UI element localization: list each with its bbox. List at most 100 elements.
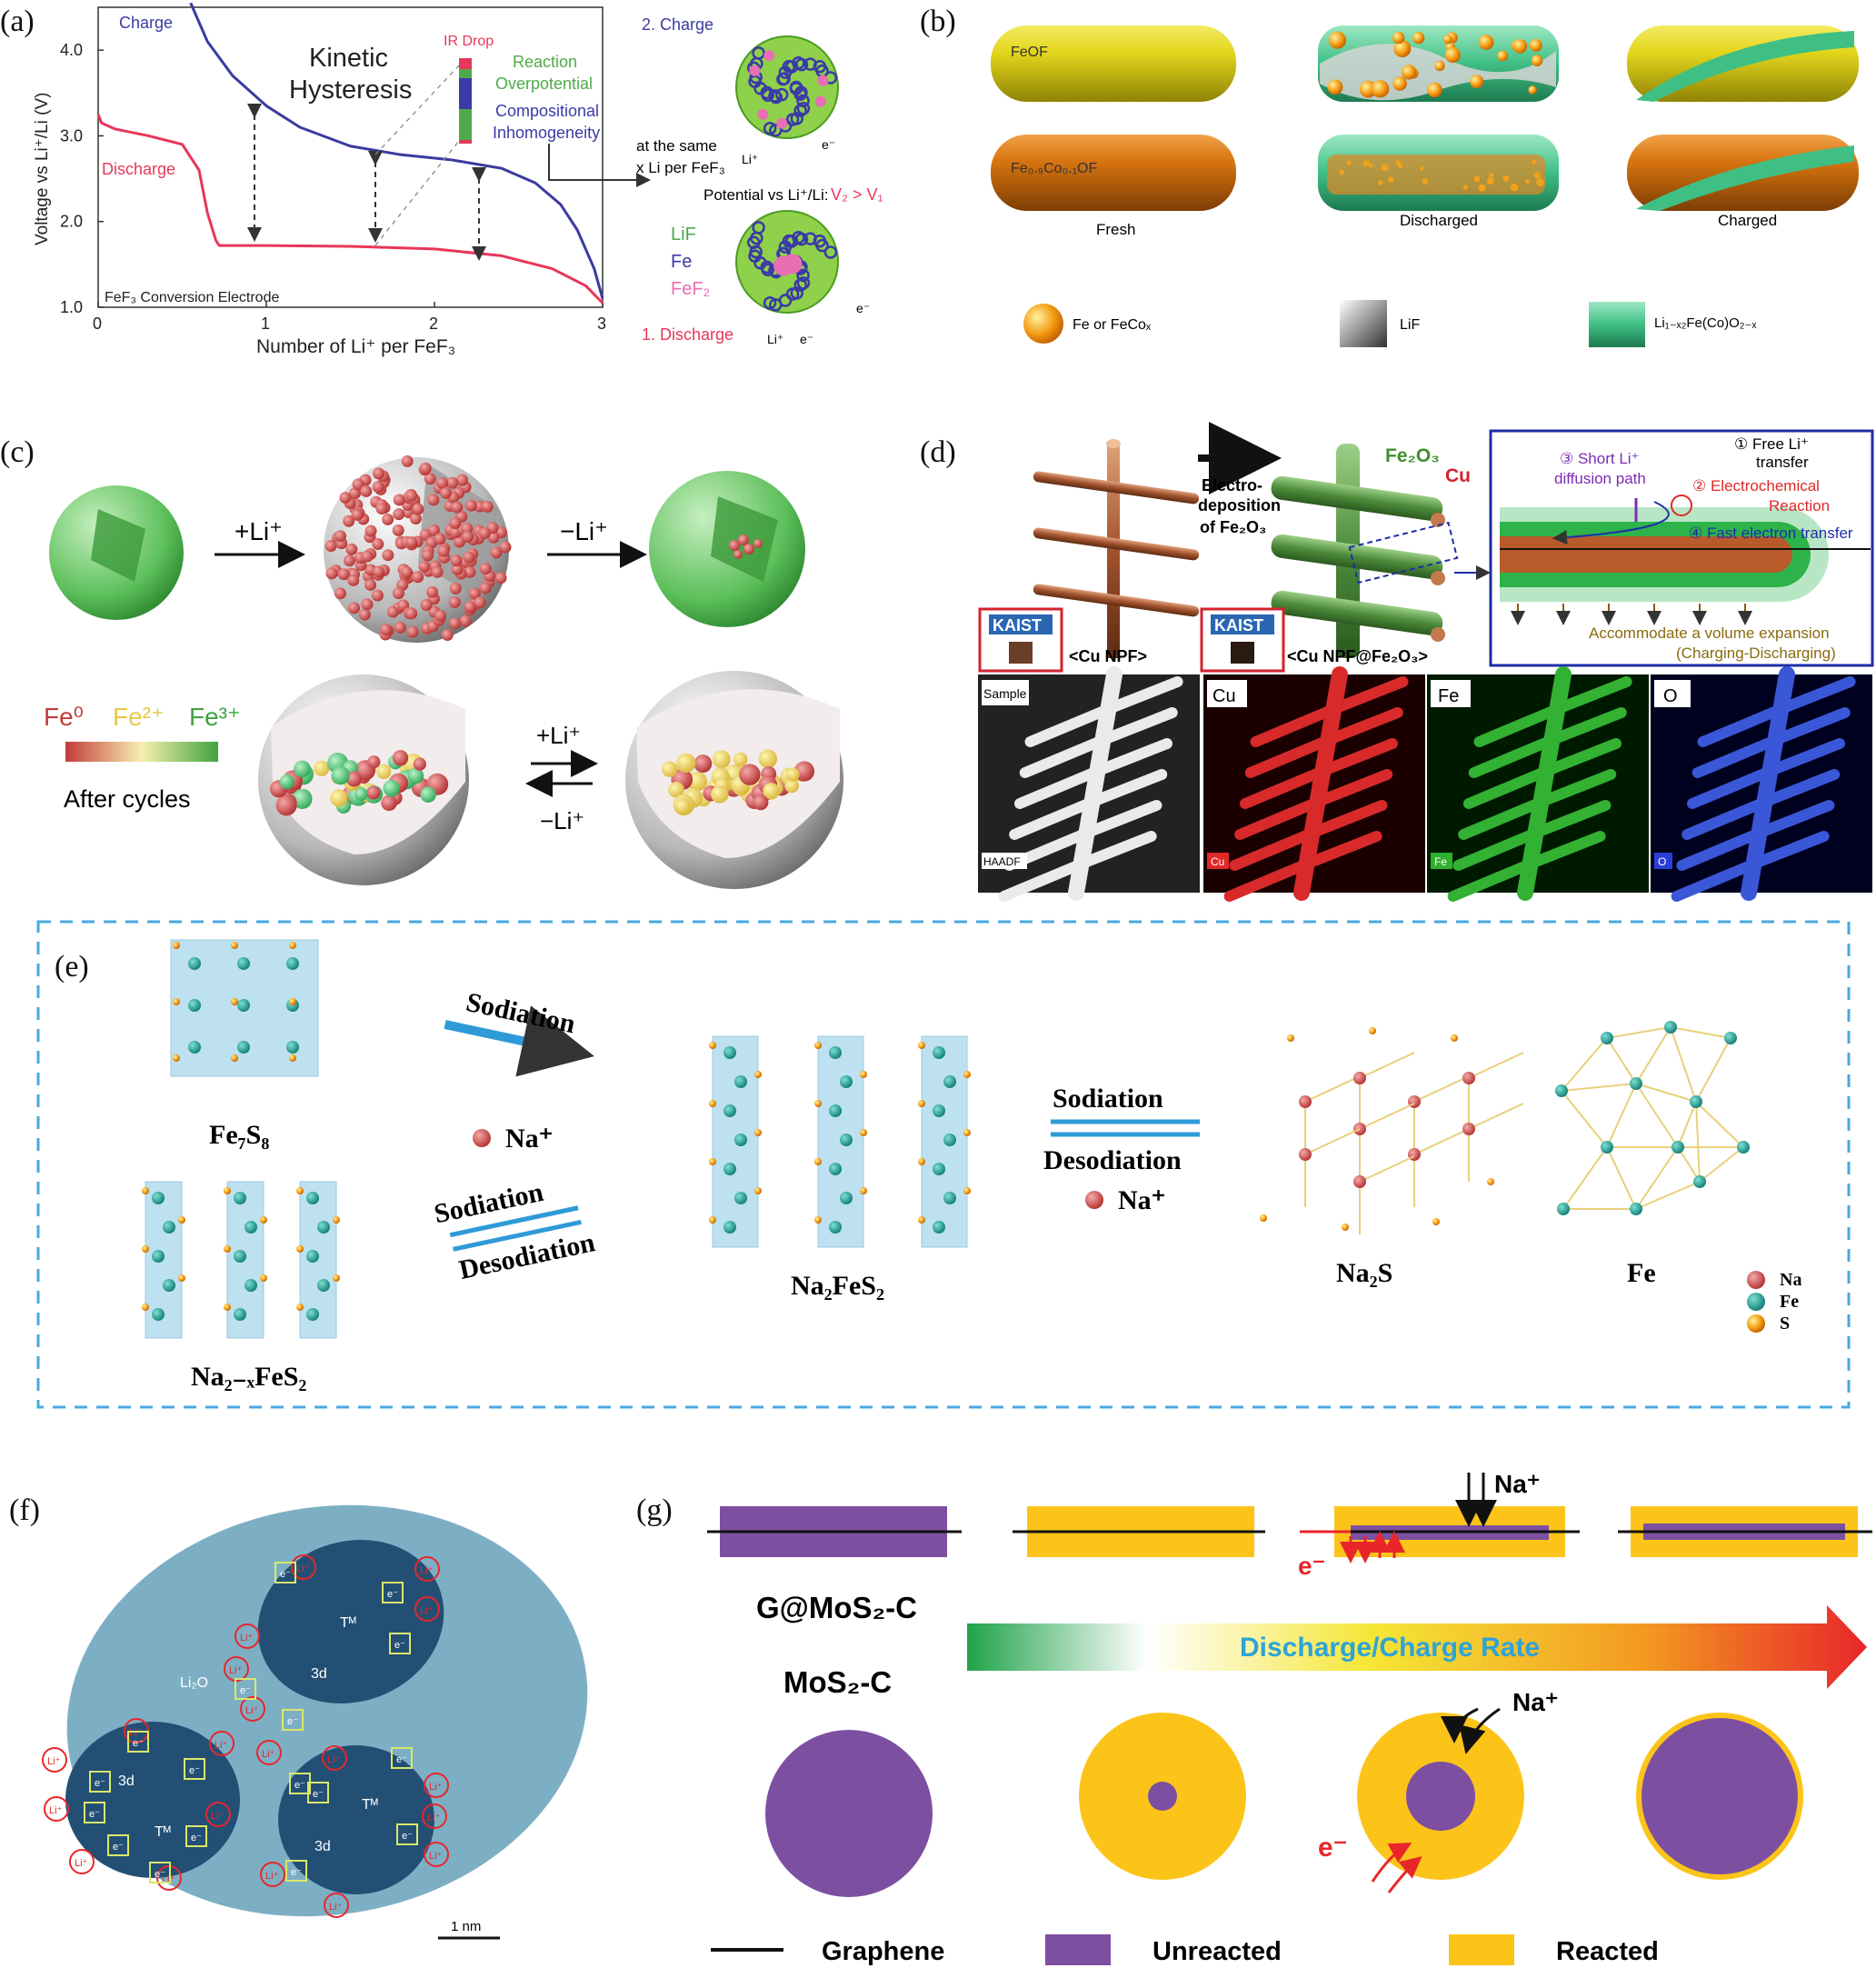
label-fresh: Fresh [1096, 221, 1135, 238]
yolk-particle [383, 779, 401, 797]
label-cu: Cu [1445, 465, 1471, 486]
feco-particle [1395, 160, 1401, 165]
legend-lif-swatch [1340, 300, 1387, 347]
label-na-plus-g1: Na⁺ [1494, 1470, 1541, 1498]
yolk-particle [785, 767, 800, 782]
na-atom [1299, 1148, 1312, 1161]
feco-particle [1532, 159, 1537, 165]
fe0-particle [334, 530, 346, 543]
label-na2s: Na₂S [1336, 1258, 1392, 1288]
fe0-particle [343, 554, 355, 567]
fe0-particle [427, 524, 440, 536]
panel-e-frame [36, 920, 1851, 1409]
electron-label: e⁻ [240, 1685, 251, 1696]
li-ion-label: Li⁺ [265, 1871, 279, 1882]
fe-atom [1737, 1141, 1750, 1154]
dendrite-branch [1686, 765, 1776, 809]
electron-label: e⁻ [89, 1809, 100, 1820]
electron [234, 1678, 256, 1700]
fe0-particle [441, 628, 454, 641]
label-na2xfes2: Na₂₋ₓFeS₂ [191, 1362, 306, 1392]
label-after-cycles: After cycles [64, 785, 191, 813]
bond [1606, 1026, 1671, 1039]
fe-atom [723, 1163, 736, 1175]
yolk-particles-2 [661, 749, 815, 816]
label-tm-2: Tᴹ [155, 1824, 171, 1840]
label-tm-3: Tᴹ [362, 1797, 378, 1813]
s-atom [289, 1054, 296, 1062]
fe-particle [1528, 85, 1537, 95]
fe-atom [306, 1192, 319, 1204]
s-atom [173, 998, 180, 1005]
fe-atom [188, 999, 201, 1012]
fe-particle [1328, 31, 1347, 49]
electron-label: e⁻ [294, 1780, 305, 1791]
label-e-minus-g2: e⁻ [1318, 1833, 1348, 1863]
map-cu-tag: Cu [1211, 855, 1224, 868]
s-atom [224, 1187, 231, 1194]
label-fast: ④ Fast electron transfer [1689, 524, 1853, 542]
fe-atom [1630, 1077, 1642, 1090]
s-atom [963, 1071, 971, 1078]
label-electro-3: of Fe₂O₃ [1200, 518, 1266, 536]
panel-a-schematic: 2. Charge at the same x Li per FeF₃ Pote… [636, 15, 883, 346]
fe-atom [723, 1104, 736, 1117]
electron [107, 1834, 129, 1856]
fe0-particle [337, 568, 350, 581]
feco-particle [1378, 180, 1383, 185]
legend-unreacted-swatch [1045, 1934, 1111, 1965]
rate-arrow [967, 1605, 1867, 1689]
fe0-particle [392, 587, 404, 600]
electron [84, 1802, 105, 1823]
dendrite-branch [1097, 707, 1178, 745]
panel-label-d: (d) [920, 435, 956, 469]
dendrite-branch [1328, 676, 1409, 714]
fe0-particle [437, 544, 450, 557]
fe0-particle [481, 500, 494, 513]
dendrite-branch [1760, 769, 1841, 807]
s-atom [754, 1071, 762, 1078]
li-ion [42, 1747, 67, 1773]
label-compositional: Compositional [495, 102, 599, 120]
bond [1606, 1146, 1637, 1210]
fe-atom [237, 1041, 250, 1054]
s-atom [289, 942, 296, 949]
fe0-particle [434, 533, 446, 545]
fe-atom [317, 1279, 330, 1292]
feco-particle [1478, 184, 1486, 192]
fe0-particle [371, 589, 384, 602]
fe-atom [1557, 1203, 1570, 1215]
fe0-particle [459, 614, 472, 627]
s-atom [860, 1071, 867, 1078]
electron [389, 1633, 411, 1654]
fe0-particle [464, 499, 477, 512]
feco-particle [1525, 179, 1531, 184]
legend-fe-text: Fe or FeCoₓ [1073, 317, 1152, 333]
label-rate: Discharge/Charge Rate [1240, 1633, 1540, 1663]
potential-relation: V₂ > V₁ [831, 185, 883, 204]
connector-arrow [548, 144, 651, 187]
s-atom [142, 1187, 149, 1194]
fe0-particle [446, 476, 459, 489]
fe0-particle [479, 582, 492, 594]
bond [1304, 1128, 1361, 1155]
bond [1359, 1155, 1415, 1183]
panel-label-f: (f) [9, 1493, 40, 1527]
dendrite-branch [1307, 800, 1388, 838]
fe-atom [152, 1192, 165, 1204]
fe0-particle [468, 587, 481, 600]
fe-particle [1393, 39, 1412, 58]
yolk-particle [661, 761, 678, 777]
same-line-2: x Li per FeF₃ [636, 159, 725, 176]
s-atom [814, 1100, 822, 1107]
dendrite-branch [1447, 858, 1537, 902]
fe-atom [734, 1192, 747, 1204]
feco-particle [1536, 178, 1544, 186]
fe-atom [1630, 1203, 1642, 1215]
panel-label-e: (e) [55, 950, 89, 984]
fe-blob [815, 238, 829, 253]
ir-drop-bar [459, 58, 472, 69]
legend-fef2: FeF₂ [671, 279, 710, 299]
fe-atom [943, 1075, 956, 1088]
